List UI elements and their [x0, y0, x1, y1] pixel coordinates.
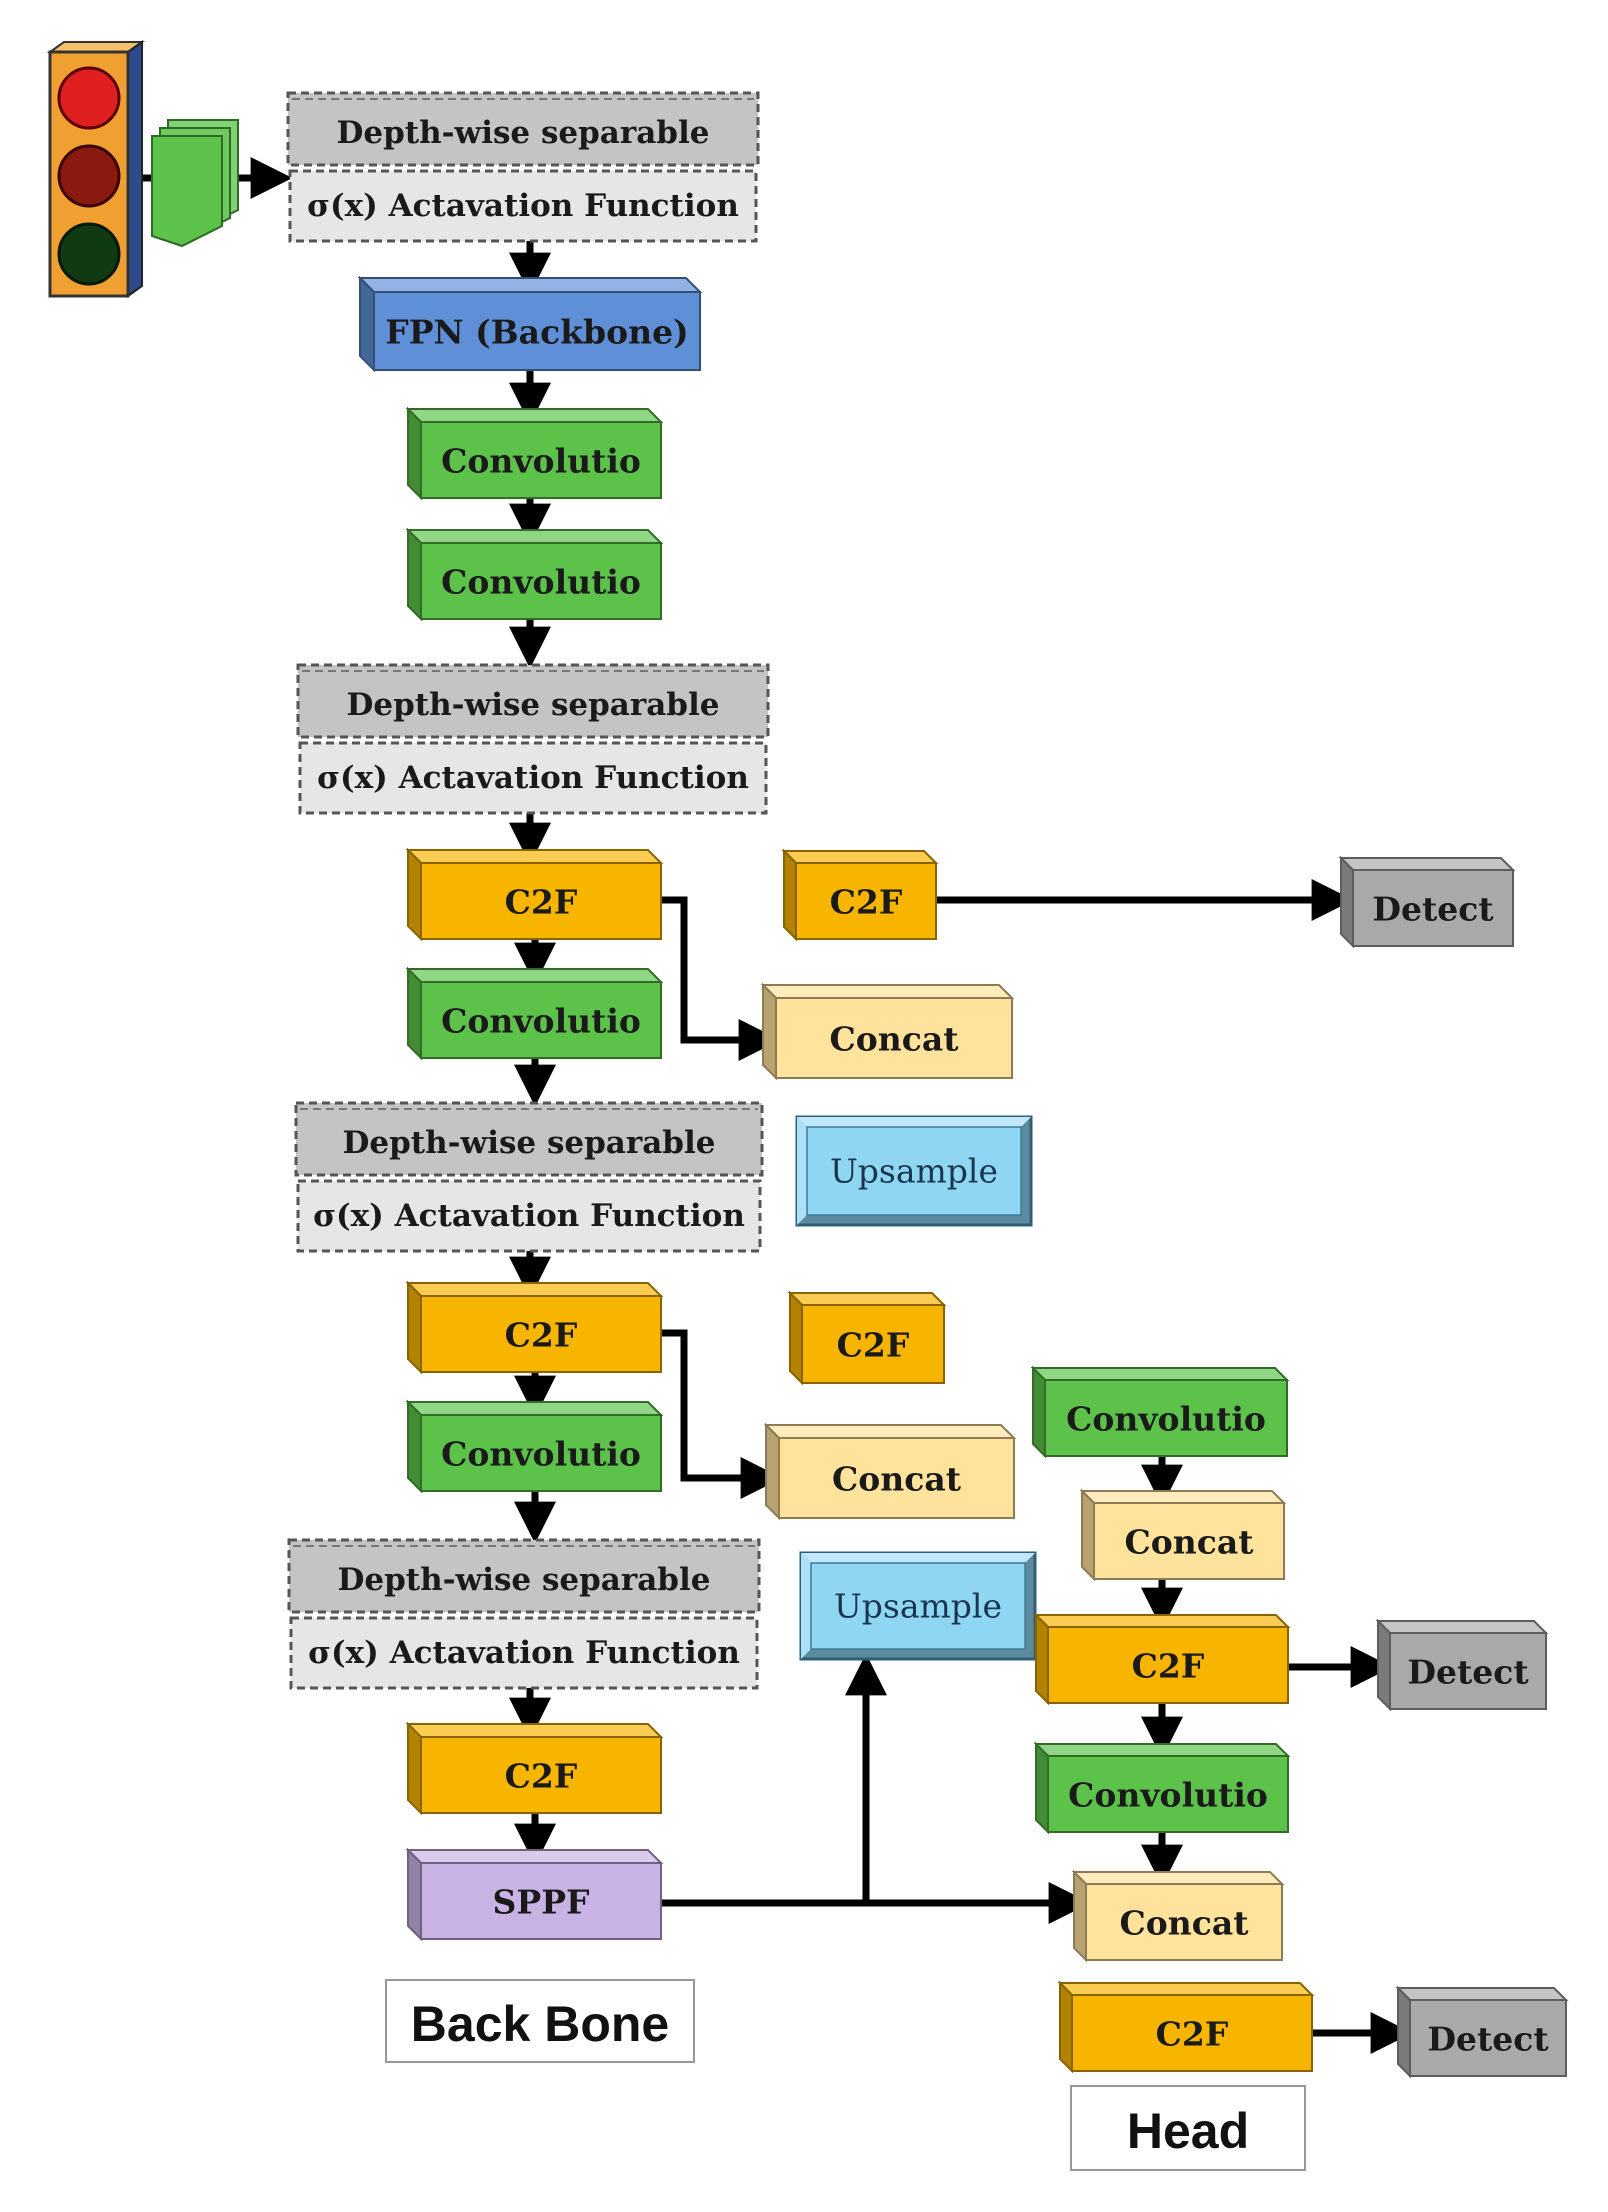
stem-depthwise-group: Depth-wise separable σ(x) Actavation Func… [286, 91, 760, 243]
upsample-block-2: Upsample [799, 1551, 1037, 1661]
stem-depthwise-group-activation-label: σ(x) Actavation Function [307, 188, 739, 224]
head-conv-block-1-label: Convolutio [1066, 1400, 1266, 1439]
edge-c2f2-to-concat2 [661, 1329, 783, 1499]
feature-maps-icon [151, 119, 239, 248]
backbone-conv-block-4-label: Convolutio [441, 1435, 641, 1474]
backbone-depthwise-group-2: Depth-wise separable σ(x) Actavation Func… [294, 1101, 764, 1253]
neck-c2f-block-1-label: C2F [830, 883, 903, 922]
backbone-c2f-block-1: C2F [405, 847, 664, 942]
backbone-depthwise-group-1-activation-label: σ(x) Actavation Function [317, 760, 749, 796]
backbone-depthwise-group-2-activation-label: σ(x) Actavation Function [313, 1198, 745, 1234]
neck-c2f-block-1: C2F [781, 848, 939, 942]
head-conv-block-2-label: Convolutio [1068, 1776, 1268, 1815]
sppf-block: SPPF [405, 1847, 664, 1942]
head-c2f-block-1: C2F [1033, 1612, 1291, 1706]
detect-block-3-label: Detect [1427, 2020, 1549, 2059]
backbone-depthwise-group-3: Depth-wise separable σ(x) Actavation Func… [287, 1538, 761, 1690]
detect-block-1-label: Detect [1372, 890, 1494, 929]
backbone-conv-block-4: Convolutio [405, 1399, 664, 1494]
neck-concat-block-1-label: Concat [830, 1020, 960, 1059]
neck-concat-block-1: Concat [760, 982, 1015, 1081]
backbone-conv-block-1-label: Convolutio [441, 442, 641, 481]
backbone-conv-block-3-label: Convolutio [441, 1002, 641, 1041]
detect-block-2: Detect [1375, 1618, 1549, 1712]
backbone-conv-block-2: Convolutio [405, 527, 664, 622]
backbone-caption: Back Bone [385, 1979, 695, 2063]
head-caption-text: Head [1127, 2103, 1249, 2159]
backbone-conv-block-2-label: Convolutio [441, 563, 641, 602]
backbone-c2f-block-2: C2F [405, 1280, 664, 1375]
head-c2f-block-1-label: C2F [1132, 1647, 1205, 1686]
upsample-block-1-label: Upsample [830, 1152, 998, 1191]
head-concat-block-1: Concat [1079, 1488, 1287, 1582]
neck-c2f-block-2-label: C2F [837, 1326, 910, 1365]
detect-block-1: Detect [1338, 855, 1516, 949]
upsample-block-2-label: Upsample [834, 1587, 1002, 1626]
backbone-depthwise-group-3-activation-label: σ(x) Actavation Function [308, 1635, 740, 1671]
backbone-caption-text: Back Bone [411, 1996, 669, 2052]
head-c2f-block-2: C2F [1057, 1980, 1315, 2074]
sppf-block-label: SPPF [493, 1883, 590, 1922]
traffic-light-icon [46, 40, 146, 298]
detect-block-3: Detect [1395, 1985, 1569, 2079]
backbone-c2f-block-3-label: C2F [505, 1757, 578, 1796]
head-concat-block-2-label: Concat [1120, 1904, 1250, 1943]
upsample-block-1: Upsample [795, 1115, 1033, 1227]
fpn-backbone-block: FPN (Backbone) [357, 275, 703, 373]
fpn-backbone-block-label: FPN (Backbone) [385, 313, 688, 352]
detect-block-2-label: Detect [1407, 1653, 1529, 1692]
head-c2f-block-2-label: C2F [1156, 2015, 1229, 2054]
stem-depthwise-group-depthwise-label: Depth-wise separable [337, 115, 710, 151]
head-conv-block-2: Convolutio [1033, 1741, 1291, 1835]
head-conv-block-1: Convolutio [1030, 1365, 1290, 1459]
head-caption: Head [1070, 2085, 1306, 2171]
backbone-c2f-block-2-label: C2F [505, 1316, 578, 1355]
backbone-depthwise-group-1: Depth-wise separable σ(x) Actavation Func… [296, 663, 770, 815]
edge-c2f1-to-concat1 [661, 896, 781, 1061]
backbone-c2f-block-1-label: C2F [505, 883, 578, 922]
head-concat-block-2: Concat [1071, 1869, 1285, 1963]
head-concat-block-1-label: Concat [1125, 1523, 1255, 1562]
backbone-conv-block-1: Convolutio [405, 406, 664, 501]
backbone-depthwise-group-1-depthwise-label: Depth-wise separable [347, 687, 720, 723]
neck-c2f-block-2: C2F [787, 1290, 947, 1386]
backbone-depthwise-group-3-depthwise-label: Depth-wise separable [338, 1562, 711, 1598]
neck-concat-block-2: Concat [763, 1422, 1017, 1521]
backbone-c2f-block-3: C2F [405, 1721, 664, 1816]
neck-concat-block-2-label: Concat [832, 1460, 962, 1499]
backbone-conv-block-3: Convolutio [405, 966, 664, 1061]
backbone-depthwise-group-2-depthwise-label: Depth-wise separable [343, 1125, 716, 1161]
